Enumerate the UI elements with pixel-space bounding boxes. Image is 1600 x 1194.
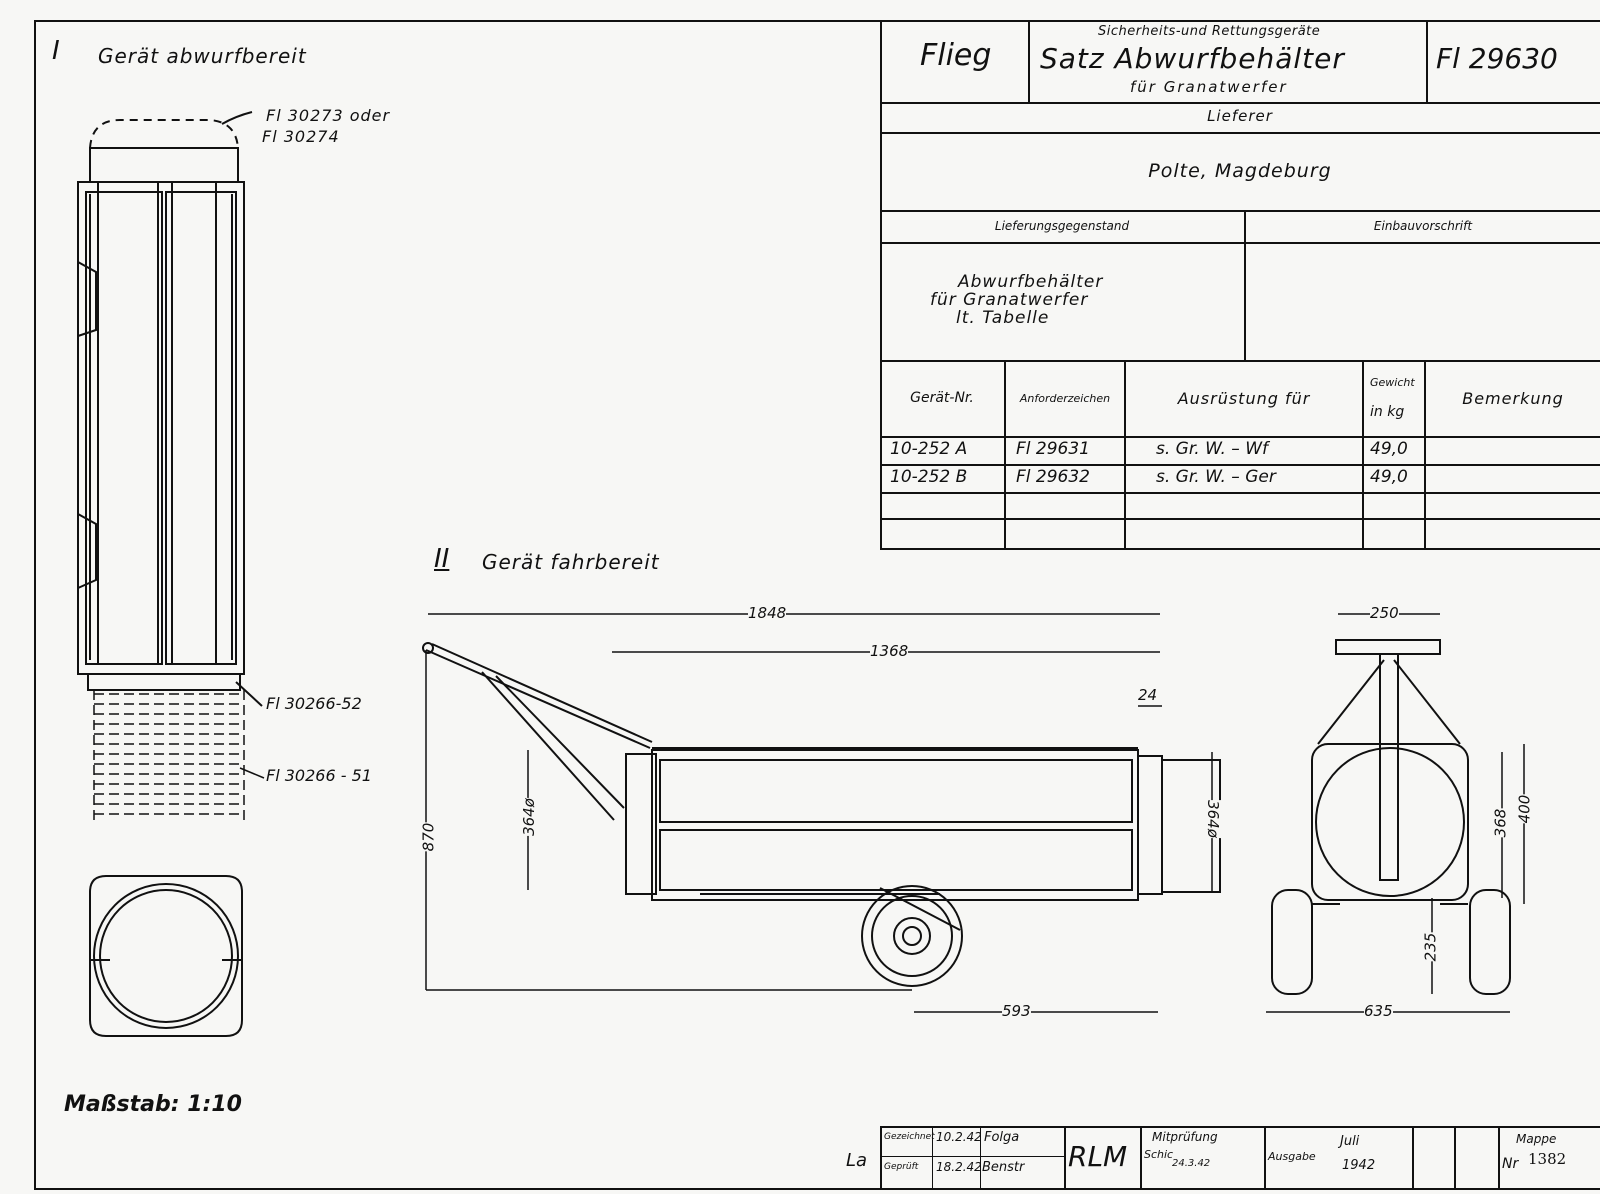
scale-note: Maßstab: 1:10 <box>64 1092 242 1117</box>
title-block-left-border <box>880 20 882 550</box>
drawing-frame <box>34 20 1600 1190</box>
edition-month: Juli <box>1340 1134 1360 1149</box>
folder-label: Mappe <box>1516 1132 1557 1146</box>
item-header: Lieferungsgegenstand <box>994 219 1130 233</box>
dimension-lines <box>425 613 1525 1013</box>
supplier-header: Lieferer <box>1207 107 1273 125</box>
container-upright-view <box>77 111 263 707</box>
row2-equipment: s. Gr. W. – Ger <box>1156 467 1276 487</box>
dim-width-top: 250 <box>1370 604 1399 622</box>
section-ii-title: Gerät fahrbereit <box>482 550 660 574</box>
item-line-2: für Granatwerfer <box>930 290 1089 310</box>
table-row-empty <box>880 518 1600 550</box>
container-end-view <box>89 875 243 1037</box>
section-i-title: Gerät abwurfbereit <box>98 44 307 68</box>
col-equipment: Ausrüstung für <box>1177 388 1311 408</box>
col-request-code: Anforderzeichen <box>1019 391 1111 405</box>
dim-diameter-left: 364ø <box>519 798 538 836</box>
table-row: 10-252 B Fl 29632 s. Gr. W. – Ger 49,0 <box>880 464 1600 494</box>
row1-equipment: s. Gr. W. – Wf <box>1156 439 1269 459</box>
drawn-label: Gezeichnet <box>884 1132 935 1142</box>
office-code: RLM <box>1068 1140 1128 1173</box>
co-check-label: Mitprüfung <box>1152 1130 1218 1144</box>
dim-rim: 24 <box>1138 686 1158 704</box>
drawn-date: 10.2.42 <box>936 1130 982 1144</box>
dim-overall-length: 1848 <box>748 604 787 622</box>
dim-height: 870 <box>419 822 438 852</box>
folder-prefix: Nr <box>1502 1156 1519 1172</box>
section-i-numeral: I <box>52 36 60 66</box>
bellows-top-label: Fl 30266-52 <box>266 694 362 713</box>
drawing-title: Satz Abwurfbehälter <box>1040 42 1345 75</box>
bellows <box>93 690 245 822</box>
edition-label: Ausgabe <box>1268 1150 1316 1163</box>
drawn-sign: Folga <box>984 1130 1020 1145</box>
item-line-3: lt. Tabelle <box>956 308 1050 328</box>
dim-outer-height: 400 <box>1515 794 1534 824</box>
cap-label-line2: Fl 30274 <box>262 127 340 146</box>
item-line-1: Abwurfbehälter <box>958 272 1104 292</box>
footer-initials: La <box>846 1150 868 1171</box>
drawing-number: Fl 29630 <box>1436 42 1558 75</box>
edition-year: 1942 <box>1342 1158 1376 1173</box>
row2-request-code: Fl 29632 <box>1016 467 1090 487</box>
section-ii-numeral: II <box>434 544 450 574</box>
department: Flieg <box>920 38 992 73</box>
installation-header: Einbauvorschrift <box>1373 219 1473 233</box>
checked-sign: Benstr <box>982 1160 1025 1175</box>
category: Sicherheits-und Rettungsgeräte <box>1098 24 1321 39</box>
dim-inner-height: 368 <box>1491 808 1510 838</box>
supplier-name: Polte, Magdeburg <box>1148 160 1332 182</box>
co-check-date: 24.3.42 <box>1172 1158 1211 1169</box>
col-remark: Bemerkung <box>1462 388 1564 408</box>
cap-label-line1: Fl 30273 oder <box>266 106 391 125</box>
table-row-empty <box>880 492 1600 520</box>
table-row: 10-252 A Fl 29631 s. Gr. W. – Wf 49,0 <box>880 436 1600 466</box>
drawing-subtitle: für Granatwerfer <box>1130 78 1288 96</box>
dim-body-length: 1368 <box>870 642 909 660</box>
row2-weight: 49,0 <box>1370 467 1408 487</box>
dim-track-width: 635 <box>1364 1002 1393 1020</box>
cart-front-view <box>1271 639 1511 995</box>
col-device-no: Gerät-Nr. <box>910 390 974 406</box>
dim-axle-offset: 593 <box>1002 1002 1031 1020</box>
dim-ground-clearance: 235 <box>1421 932 1440 962</box>
cart-side-view <box>422 642 1221 987</box>
footer-strip: La Gezeichnet 10.2.42 Folga Geprüft 18.2… <box>846 1126 1600 1188</box>
col-weight-line2: in kg <box>1370 404 1405 420</box>
folder-number: 1382 <box>1528 1150 1567 1168</box>
row2-device-no: 10-252 B <box>890 467 968 487</box>
checked-label: Geprüft <box>884 1162 919 1172</box>
co-check-sign: Schic <box>1144 1148 1174 1161</box>
row1-request-code: Fl 29631 <box>1016 439 1090 459</box>
row1-weight: 49,0 <box>1370 439 1408 459</box>
table-header: Gerät-Nr. Anforderzeichen Ausrüstung für… <box>880 360 1600 438</box>
checked-date: 18.2.42 <box>936 1160 982 1174</box>
col-weight-line1: Gewicht <box>1370 376 1415 389</box>
bellows-label: Fl 30266 - 51 <box>266 766 372 785</box>
row1-device-no: 10-252 A <box>890 439 968 459</box>
dim-diameter-right: 364ø <box>1203 800 1222 838</box>
